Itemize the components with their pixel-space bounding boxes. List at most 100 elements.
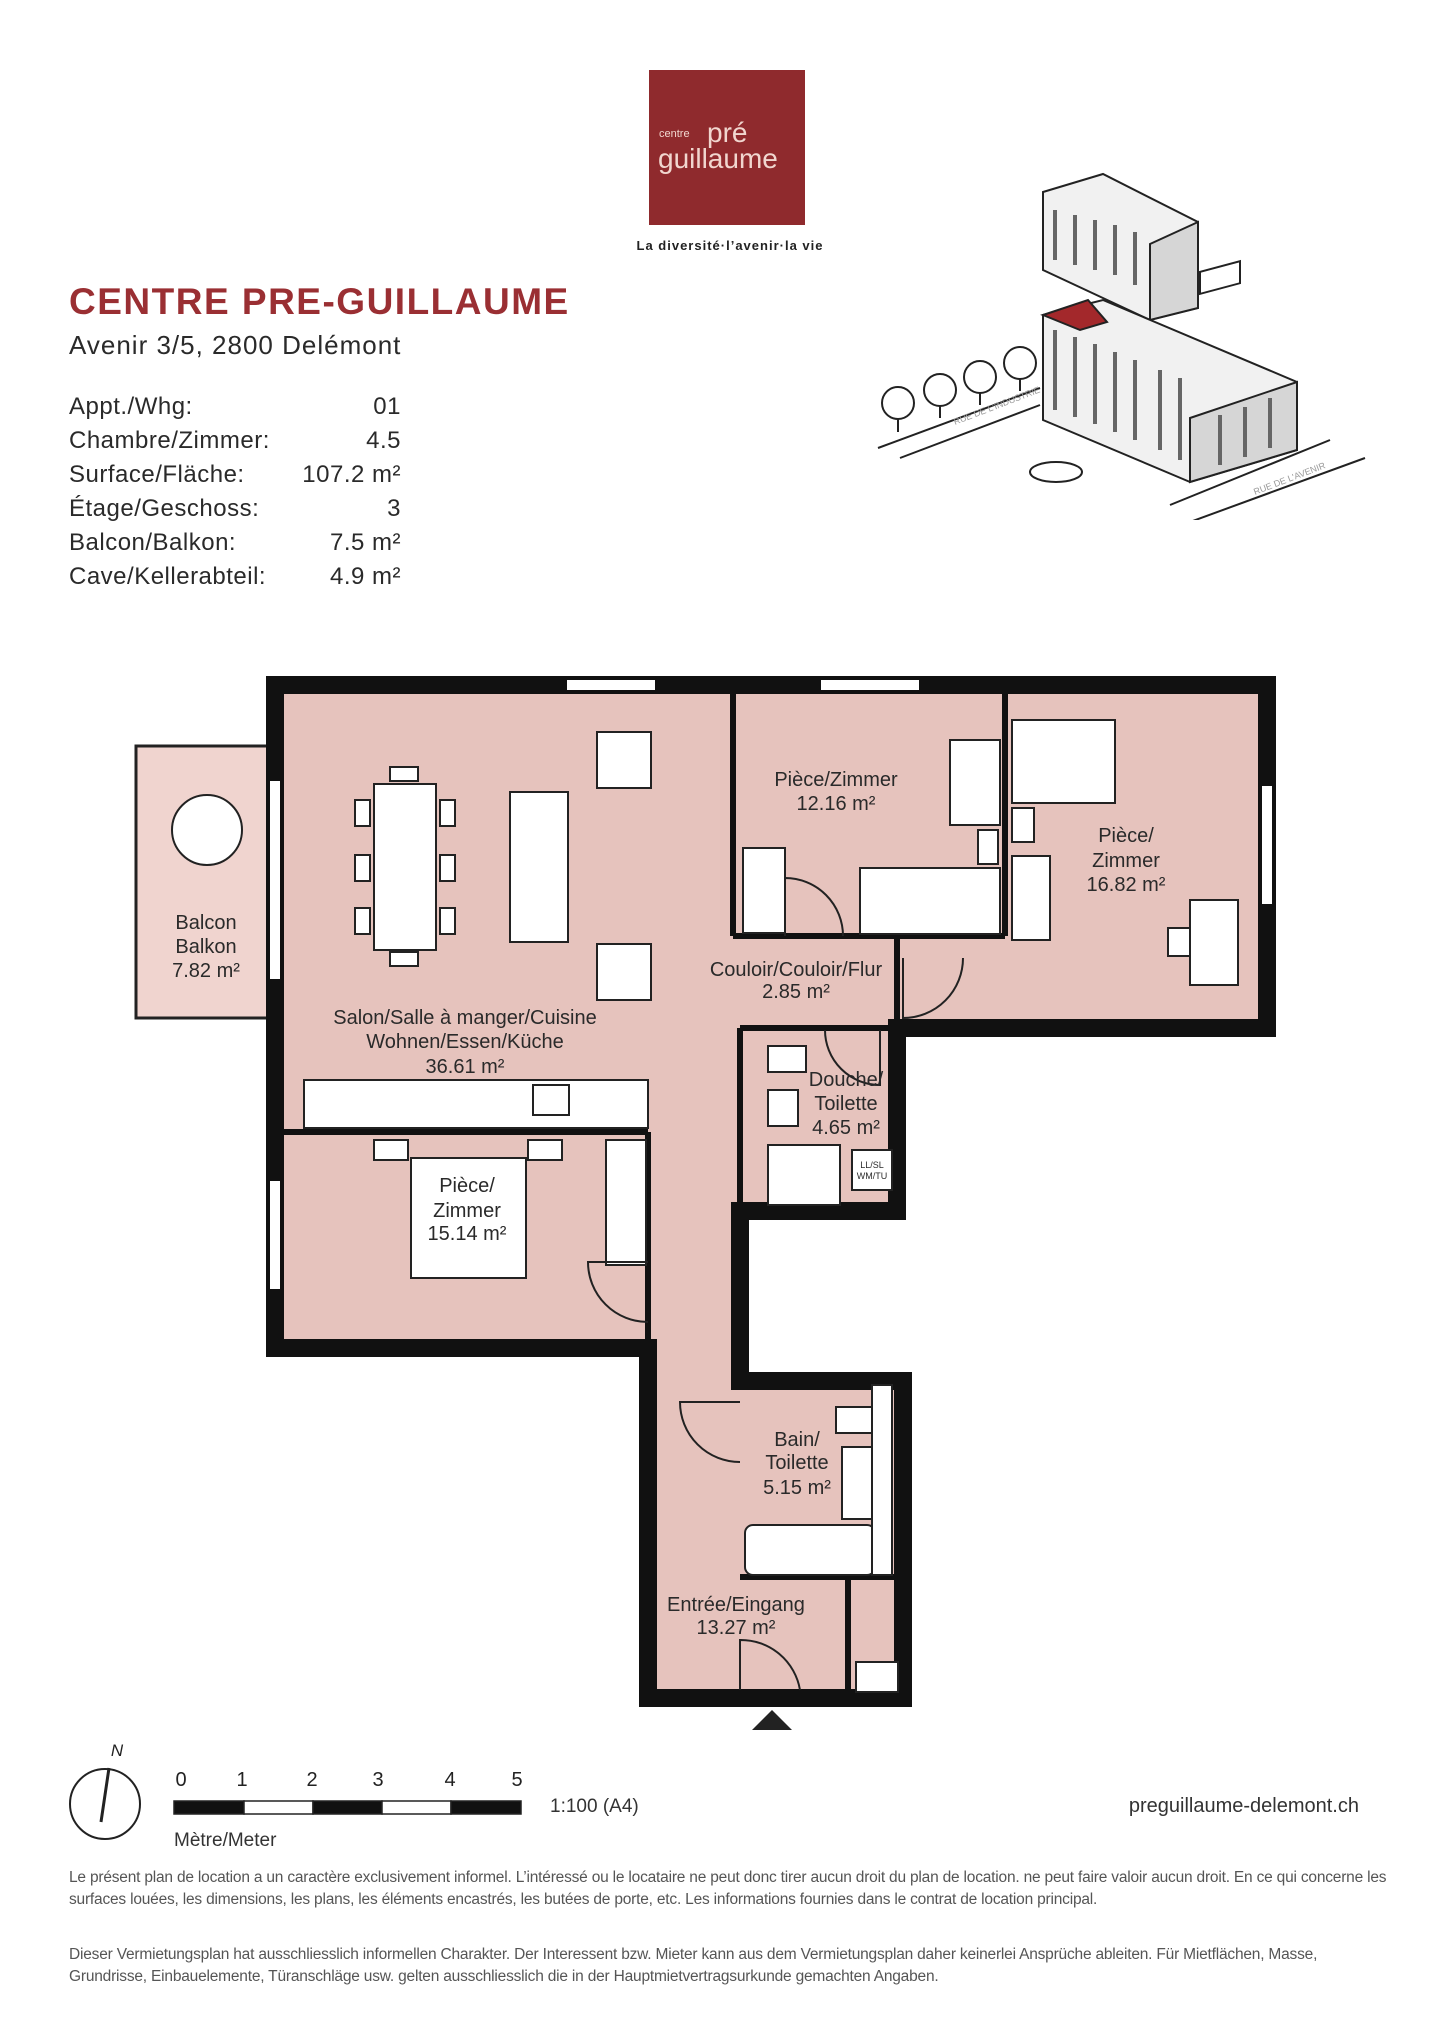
info-label: Cave/Kellerabteil: <box>69 563 267 590</box>
svg-text:Entrée/Eingang: Entrée/Eingang <box>667 1594 805 1616</box>
dining-table <box>373 783 437 951</box>
logo-tagline: La diversité·l’avenir·la vie <box>636 238 824 253</box>
svg-text:13.27 m²: 13.27 m² <box>697 1617 776 1639</box>
bed <box>410 1157 527 1279</box>
info-value: 4.9 m² <box>329 563 401 590</box>
building-isometric-illustration: RUE DE L'INDUSTRIE RUE DE L'AVENIR <box>877 172 1366 520</box>
svg-text:WM/TU: WM/TU <box>857 1171 888 1181</box>
interior-walls <box>275 685 1008 1698</box>
svg-text:Pièce/: Pièce/ <box>1098 825 1154 847</box>
svg-text:Toilette: Toilette <box>765 1452 828 1474</box>
windows <box>268 678 1274 1291</box>
bed <box>1011 719 1116 804</box>
disclaimer-de: Dieser Vermietungsplan hat ausschliessli… <box>69 1946 1318 1985</box>
svg-text:Salon/Salle à manger/Cuisine: Salon/Salle à manger/Cuisine <box>333 1007 597 1029</box>
kitchen-counter <box>303 1079 649 1129</box>
svg-text:2.85 m²: 2.85 m² <box>762 981 830 1003</box>
balcony <box>134 744 277 1020</box>
svg-text:0: 0 <box>175 1769 186 1791</box>
scale-unit: Mètre/Meter <box>174 1830 277 1850</box>
info-value: 107.2 m² <box>302 461 401 488</box>
info-label: Balcon/Balkon: <box>69 529 237 556</box>
room-label-room-1682: Pièce/ Zimmer 16.82 m² <box>1087 825 1166 896</box>
door-swings <box>586 876 964 1691</box>
info-row-balcony: Balcon/Balkon: 7.5 m² <box>69 526 401 560</box>
info-row-floor: Étage/Geschoss: 3 <box>69 492 401 526</box>
svg-text:7.82 m²: 7.82 m² <box>172 960 240 982</box>
svg-text:3: 3 <box>372 1769 383 1791</box>
svg-text:Zimmer: Zimmer <box>433 1200 501 1222</box>
sofa <box>509 791 569 943</box>
info-row-apartment: Appt./Whg: 01 <box>69 390 401 424</box>
info-label: Chambre/Zimmer: <box>69 427 270 454</box>
svg-text:15.14 m²: 15.14 m² <box>428 1223 507 1245</box>
svg-text:12.16 m²: 12.16 m² <box>797 793 876 815</box>
scale-ticks: 0 1 2 3 4 5 <box>175 1769 522 1791</box>
svg-text:5: 5 <box>511 1769 522 1791</box>
street-label: RUE DE L'AVENIR <box>1252 460 1327 497</box>
brand-logo: centre pré guillaume <box>649 70 805 225</box>
scale-bar-section: N 0 1 2 3 4 5 Mètre/Meter 1:100 (A4) pre… <box>69 1741 1359 1850</box>
room-label-room-1216: Pièce/Zimmer 12.16 m² <box>774 769 898 815</box>
compass-icon <box>1029 461 1083 483</box>
svg-text:Douche/: Douche/ <box>809 1069 884 1091</box>
sink <box>767 1089 799 1127</box>
info-row-cellar: Cave/Kellerabteil: 4.9 m² <box>69 560 401 594</box>
info-value: 4.5 <box>366 427 401 454</box>
toilet <box>835 1406 873 1434</box>
svg-text:Bain/: Bain/ <box>774 1429 820 1451</box>
website-link[interactable]: preguillaume-delemont.ch <box>1129 1795 1359 1817</box>
room-label-entry: Entrée/Eingang 13.27 m² <box>667 1594 805 1639</box>
bed <box>859 867 1001 935</box>
furniture <box>303 719 1239 1693</box>
info-value: 3 <box>387 495 401 522</box>
disclaimer-fr: Le présent plan de location a un caractè… <box>69 1869 1387 1908</box>
svg-text:Couloir/Couloir/Flur: Couloir/Couloir/Flur <box>710 959 883 981</box>
room-label-bath: Bain/ Toilette 5.15 m² <box>763 1429 831 1499</box>
svg-text:Balcon: Balcon <box>175 912 236 934</box>
room-label-corridor: Couloir/Couloir/Flur 2.85 m² <box>710 959 883 1003</box>
laundry-label: LL/SL WM/TU <box>857 1160 888 1181</box>
room-label-living: Salon/Salle à manger/Cuisine Wohnen/Esse… <box>333 1007 597 1078</box>
logo-text-guillaume: guillaume <box>658 143 778 174</box>
bathtub <box>744 1524 876 1576</box>
info-row-rooms: Chambre/Zimmer: 4.5 <box>69 424 401 458</box>
entrance-arrow-icon <box>752 1710 792 1730</box>
info-value: 01 <box>373 393 401 420</box>
logo-text-centre: centre <box>659 128 690 140</box>
svg-text:36.61 m²: 36.61 m² <box>426 1056 505 1078</box>
apartment-info: Appt./Whg: 01 Chambre/Zimmer: 4.5 Surface/… <box>69 390 401 594</box>
address: Avenir 3/5, 2800 Delémont <box>69 330 402 360</box>
svg-text:1: 1 <box>236 1769 247 1791</box>
page-title: CENTRE PRE-GUILLAUME <box>69 281 570 322</box>
sink <box>841 1446 873 1520</box>
info-value: 7.5 m² <box>329 529 401 556</box>
info-label: Étage/Geschoss: <box>69 495 260 522</box>
room-label-room-1514: Pièce/ Zimmer 15.14 m² <box>428 1175 507 1245</box>
svg-text:Toilette: Toilette <box>814 1093 877 1115</box>
svg-text:5.15 m²: 5.15 m² <box>763 1477 831 1499</box>
tree-icons <box>877 346 1366 520</box>
scale-ratio: 1:100 (A4) <box>550 1796 639 1817</box>
svg-text:Zimmer: Zimmer <box>1092 850 1160 872</box>
info-label: Surface/Fläche: <box>69 461 245 488</box>
highlighted-apartment <box>1040 298 1109 332</box>
info-label: Appt./Whg: <box>69 393 193 420</box>
scale-bar <box>173 1800 522 1815</box>
svg-text:4.65 m²: 4.65 m² <box>812 1117 880 1139</box>
svg-text:Balkon: Balkon <box>175 936 236 958</box>
room-label-balcony: Balcon Balkon 7.82 m² <box>172 912 240 982</box>
washing-machine <box>851 1149 893 1191</box>
logo-text-pre: pré <box>707 117 747 148</box>
wardrobe <box>605 1139 647 1266</box>
shower-tray <box>767 1144 841 1206</box>
svg-text:16.82 m²: 16.82 m² <box>1087 874 1166 896</box>
svg-text:Pièce/: Pièce/ <box>439 1175 495 1197</box>
svg-text:LL/SL: LL/SL <box>860 1160 884 1170</box>
svg-text:Pièce/Zimmer: Pièce/Zimmer <box>774 769 898 791</box>
info-row-surface: Surface/Fläche: 107.2 m² <box>69 458 401 492</box>
svg-text:4: 4 <box>444 1769 455 1791</box>
svg-text:Wohnen/Essen/Küche: Wohnen/Essen/Küche <box>366 1031 564 1053</box>
svg-text:N: N <box>111 1741 124 1760</box>
svg-text:2: 2 <box>306 1769 317 1791</box>
